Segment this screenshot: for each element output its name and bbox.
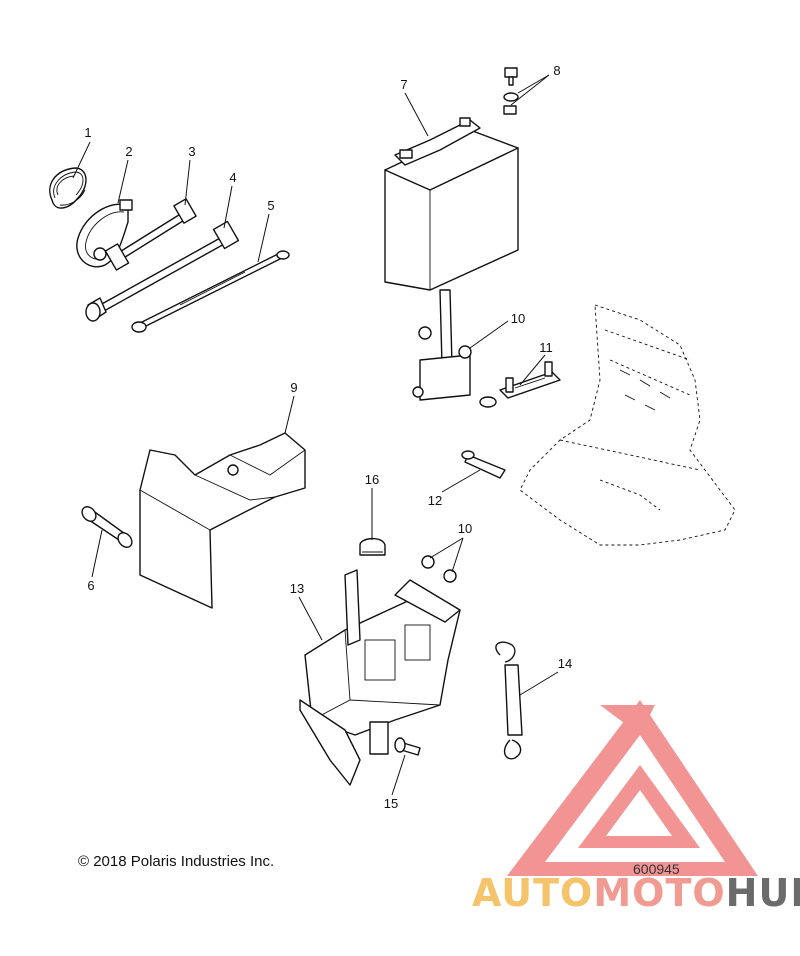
callout-10-upper: 10 bbox=[511, 311, 525, 326]
callout-5: 5 bbox=[267, 198, 274, 213]
part-16-clamp bbox=[359, 537, 386, 556]
part-12-clip bbox=[461, 450, 506, 479]
callout-labels: 1 2 3 4 5 6 7 8 9 10 10 11 12 13 14 15 1… bbox=[84, 63, 572, 811]
watermark-moto: MOTO bbox=[593, 871, 725, 915]
callout-6: 6 bbox=[87, 578, 94, 593]
callout-4: 4 bbox=[229, 170, 236, 185]
callout-11: 11 bbox=[539, 340, 553, 355]
part-1-cable-tie bbox=[49, 167, 87, 209]
part-8-hardware bbox=[503, 67, 519, 115]
callout-2: 2 bbox=[125, 144, 132, 159]
copyright-text: © 2018 Polaris Industries Inc. bbox=[78, 853, 274, 870]
part-14-strap bbox=[495, 641, 523, 760]
part-7-battery bbox=[384, 117, 519, 291]
part-4-cable bbox=[85, 220, 240, 322]
part-11-bracket bbox=[499, 361, 561, 399]
watermark-brand: AUTOMOTOHUB bbox=[472, 871, 800, 915]
part-10-terminal-harness bbox=[412, 289, 497, 583]
diagram-part-number: 600945 bbox=[633, 861, 680, 877]
part-5-ground-strap bbox=[131, 250, 290, 333]
part-15-bolt bbox=[394, 737, 421, 756]
callout-9: 9 bbox=[290, 380, 297, 395]
callout-15: 15 bbox=[384, 796, 398, 811]
callout-1: 1 bbox=[84, 125, 91, 140]
callout-8: 8 bbox=[553, 63, 560, 78]
callout-14: 14 bbox=[558, 656, 572, 671]
callout-13: 13 bbox=[290, 581, 304, 596]
part-9-battery-cover bbox=[139, 432, 306, 609]
callout-16: 16 bbox=[365, 472, 379, 487]
watermark-auto: AUTO bbox=[472, 871, 593, 915]
watermark-logo-icon bbox=[507, 700, 758, 876]
part-3-battery-cable bbox=[93, 198, 197, 271]
leader-lines bbox=[72, 74, 559, 796]
watermark-hub: HUB bbox=[726, 871, 800, 915]
callout-10-lower: 10 bbox=[458, 521, 472, 536]
part-13-battery-box bbox=[299, 569, 461, 786]
callout-12: 12 bbox=[428, 493, 442, 508]
callout-3: 3 bbox=[188, 144, 195, 159]
part-6-sleeve bbox=[81, 506, 133, 548]
frame-context bbox=[519, 304, 736, 546]
callout-7: 7 bbox=[400, 77, 407, 92]
